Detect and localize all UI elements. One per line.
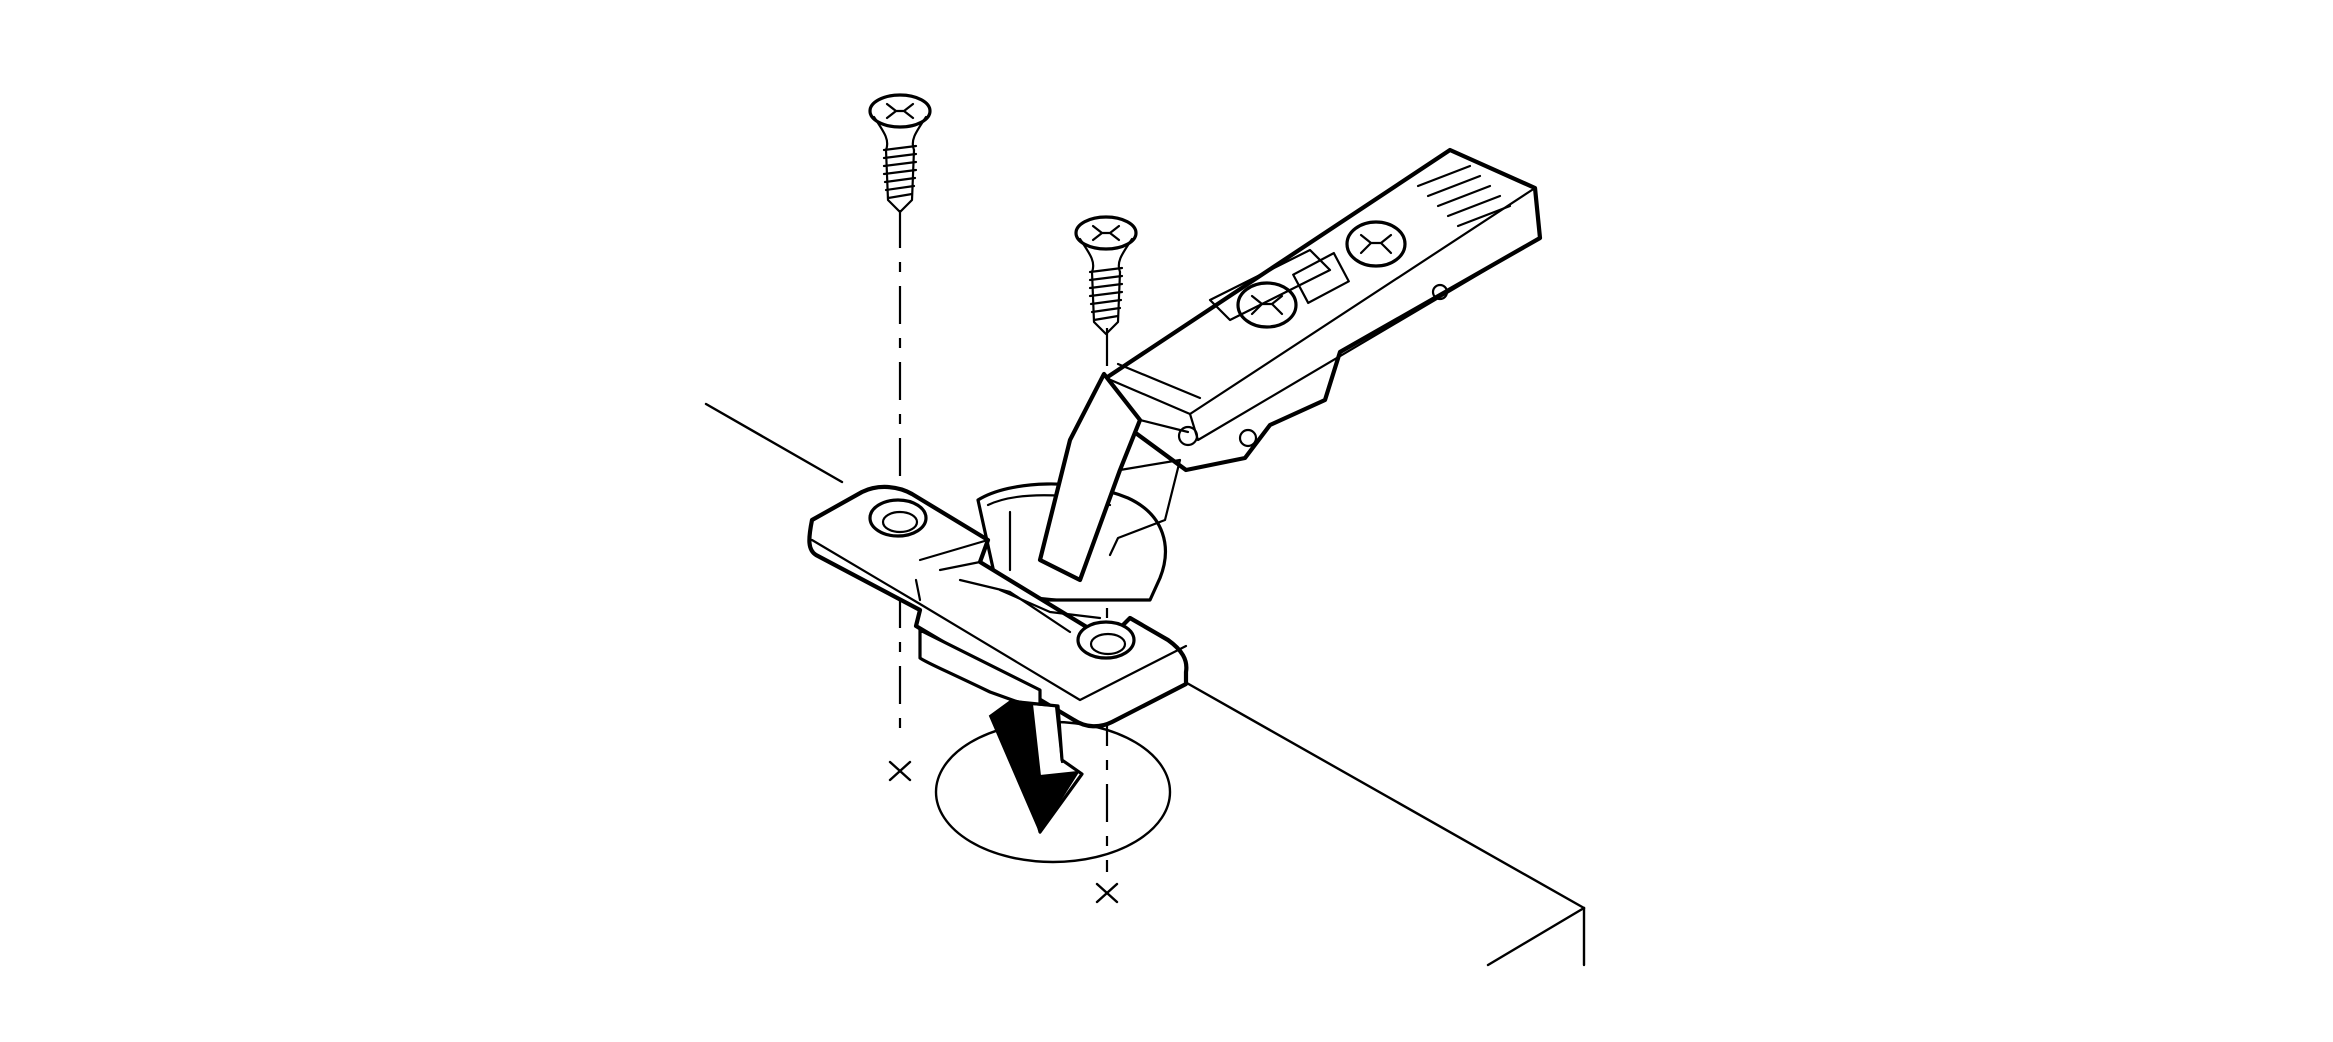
- rivet: [1431, 283, 1449, 301]
- center-mark-right: [1095, 882, 1119, 904]
- window-slot: [1292, 251, 1350, 305]
- rivet: [1177, 425, 1199, 447]
- insertion-arrow-icon: [988, 698, 1084, 835]
- hinge-arm[interactable]: [1037, 147, 1543, 583]
- adjust-screw-rear[interactable]: [1345, 220, 1407, 268]
- mounting-plate[interactable]: [807, 484, 1189, 729]
- center-mark-left: [888, 760, 912, 782]
- grip-ribs: [1416, 164, 1512, 228]
- plate-hole-right: [1076, 620, 1136, 660]
- screw-right[interactable]: [1074, 215, 1138, 336]
- rivet: [1238, 428, 1258, 448]
- cabinet-panel: [704, 402, 1586, 967]
- screw-left[interactable]: [868, 93, 932, 214]
- plate-hole-left: [868, 498, 928, 538]
- adjust-screw-front[interactable]: [1236, 281, 1298, 329]
